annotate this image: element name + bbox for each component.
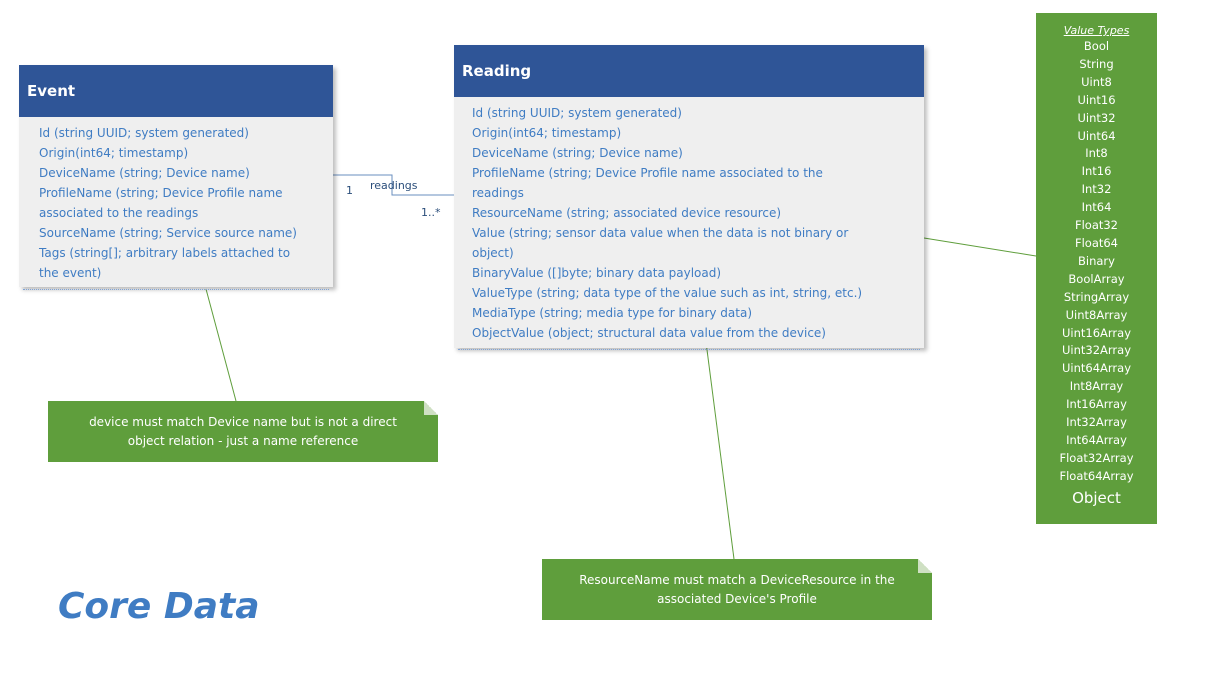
device-note-line: device must match Device name but is not…: [89, 414, 397, 429]
event-class[interactable]: Event Id (string UUID; system generated)…: [19, 65, 333, 290]
value-types-connector: [923, 237, 1037, 257]
association-label: readings: [370, 179, 418, 192]
value-type-item: Binary: [1078, 253, 1115, 268]
value-type-item: Int16: [1081, 164, 1112, 179]
reading-class-title: Reading: [462, 62, 532, 80]
resource-note-line: associated Device's Profile: [657, 591, 817, 606]
reading-attr: ResourceName (string; associated device …: [472, 206, 782, 220]
event-attr: associated to the readings: [39, 206, 199, 220]
reading-class[interactable]: Reading Id (string UUID; system generate…: [454, 45, 924, 350]
value-type-item: Uint8: [1081, 74, 1112, 89]
event-attr: SourceName (string; Service source name): [39, 226, 297, 240]
value-type-item: Uint32Array: [1061, 343, 1132, 358]
reading-attr: readings: [472, 186, 524, 200]
event-attr: Tags (string[]; arbitrary labels attache…: [39, 246, 291, 260]
value-type-item: Float32Array: [1059, 450, 1134, 465]
reading-attr: Origin(int64; timestamp): [472, 126, 622, 140]
value-type-item: Float64Array: [1059, 468, 1134, 483]
event-attr: DeviceName (string; Device name): [39, 166, 250, 180]
device-name-note[interactable]: device must match Device name but is not…: [48, 401, 438, 462]
reading-attr: MediaType (string; media type for binary…: [472, 306, 753, 320]
reading-class-header: Reading: [454, 45, 924, 97]
event-class-title: Event: [27, 82, 76, 100]
reading-attr: DeviceName (string; Device name): [472, 146, 683, 160]
value-type-item: Object: [1072, 488, 1121, 507]
note-fold-corner: [424, 401, 438, 415]
reading-attr: object): [472, 246, 514, 260]
resource-name-note[interactable]: ResourceName must match a DeviceResource…: [542, 559, 932, 620]
value-type-item: Int32: [1081, 182, 1112, 197]
value-type-item: Int64Array: [1066, 432, 1127, 447]
event-attr: Origin(int64; timestamp): [39, 146, 189, 160]
reading-attr: BinaryValue ([]byte; binary data payload…: [472, 266, 722, 280]
value-type-item: Bool: [1083, 39, 1110, 53]
device-note-line: object relation - just a name reference: [127, 433, 359, 448]
reading-attribute-list: Id (string UUID; system generated) Origi…: [454, 97, 924, 345]
value-type-item: Int8Array: [1069, 379, 1124, 394]
value-type-item: Uint32: [1077, 110, 1116, 125]
target-multiplicity: 1..*: [421, 206, 441, 219]
value-type-item: Uint16: [1077, 92, 1116, 107]
reading-attr: ValueType (string; data type of the valu…: [472, 286, 863, 300]
value-type-item: Int16Array: [1066, 397, 1127, 412]
resource-note-line: ResourceName must match a DeviceResource…: [579, 572, 895, 587]
value-type-item: Int64: [1081, 200, 1112, 215]
event-method-separator: [23, 289, 329, 294]
reading-attr: ProfileName (string; Device Profile name…: [472, 166, 823, 180]
page-title: Core Data: [58, 586, 260, 627]
event-attribute-list: Id (string UUID; system generated) Origi…: [19, 117, 333, 285]
association-line: [333, 174, 456, 196]
value-type-item: String: [1079, 56, 1114, 71]
reading-method-separator: [458, 349, 920, 354]
value-type-item: StringArray: [1063, 289, 1130, 304]
reading-attr: Value (string; sensor data value when th…: [472, 226, 849, 240]
value-type-item: Uint16Array: [1061, 325, 1132, 340]
value-type-item: Float64: [1074, 235, 1119, 250]
reading-attr: Id (string UUID; system generated): [472, 106, 682, 120]
value-type-item: BoolArray: [1068, 271, 1125, 286]
reading-attr: ObjectValue (object; structural data val…: [472, 326, 826, 340]
value-type-item: Float32: [1074, 218, 1119, 233]
event-attr: Id (string UUID; system generated): [39, 126, 249, 140]
event-attr: the event): [39, 266, 102, 280]
event-class-header: Event: [19, 65, 333, 117]
value-type-item: Uint64: [1077, 128, 1116, 143]
value-type-item: Int32Array: [1066, 415, 1127, 430]
device-note-connector: [205, 288, 237, 402]
event-attr: ProfileName (string; Device Profile name: [39, 186, 283, 200]
source-multiplicity: 1: [346, 184, 353, 197]
value-types-title: Value Types: [1063, 24, 1130, 37]
resource-note-connector: [705, 341, 735, 560]
note-fold-corner: [918, 559, 932, 573]
value-type-item: Uint8Array: [1065, 307, 1128, 322]
value-type-item: Int8: [1085, 146, 1108, 161]
value-type-item: Uint64Array: [1061, 361, 1132, 376]
